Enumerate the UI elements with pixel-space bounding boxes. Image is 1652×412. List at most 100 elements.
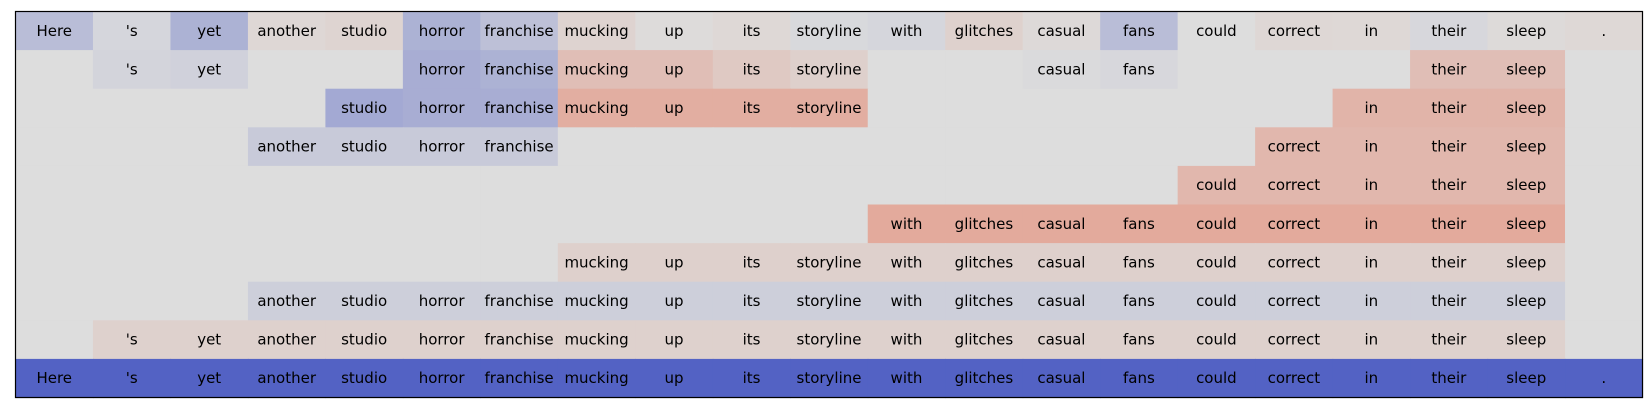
token-label: in	[1364, 253, 1378, 271]
heatmap-cell	[480, 320, 559, 360]
heatmap-cell	[1487, 165, 1566, 206]
heatmap-cell	[1332, 320, 1411, 360]
heatmap-cell	[1332, 358, 1411, 399]
token-label: fans	[1123, 331, 1155, 349]
token-label: casual	[1037, 331, 1085, 349]
token-label: sleep	[1506, 369, 1546, 387]
heatmap-cell	[325, 358, 404, 399]
heatmap-cell	[1022, 88, 1101, 128]
heatmap-cell	[92, 127, 172, 167]
heatmap-cell	[1177, 281, 1256, 321]
heatmap-cell	[790, 88, 869, 128]
heatmap-cell	[557, 127, 636, 167]
heatmap-cell	[247, 281, 327, 321]
heatmap-cell	[1410, 320, 1489, 360]
heatmap-cell	[480, 358, 559, 399]
token-label: with	[891, 331, 923, 349]
token-label: up	[665, 292, 684, 310]
heatmap-cell	[1487, 88, 1566, 128]
heatmap-cell	[1487, 50, 1566, 90]
token-label: sleep	[1506, 215, 1546, 233]
token-label: horror	[419, 138, 466, 156]
token-label: casual	[1037, 22, 1085, 40]
heatmap-cell	[635, 358, 714, 399]
token-label: horror	[419, 292, 466, 310]
heatmap-cell	[1255, 204, 1334, 244]
heatmap-cell	[1255, 50, 1334, 90]
heatmap-cell	[790, 281, 869, 321]
token-label: .	[1601, 369, 1606, 387]
heatmap-cell	[712, 165, 791, 206]
heatmap-cell	[15, 243, 94, 283]
heatmap-cell	[402, 127, 481, 167]
heatmap-cell	[170, 204, 249, 244]
heatmap-cell	[325, 204, 404, 244]
heatmap-cell	[402, 50, 481, 90]
heatmap-cell	[945, 281, 1024, 321]
heatmap-cell	[247, 50, 327, 90]
heatmap-cell	[402, 243, 481, 283]
heatmap-cell	[1255, 165, 1334, 206]
heatmap-cell	[635, 320, 714, 360]
token-label: another	[257, 22, 316, 40]
heatmap-cell	[480, 11, 559, 51]
token-label: franchise	[485, 138, 554, 156]
heatmap-cell	[170, 243, 249, 283]
token-label: fans	[1123, 215, 1155, 233]
heatmap-cell	[1022, 50, 1101, 90]
heatmap-cell	[170, 127, 249, 167]
token-label: up	[665, 369, 684, 387]
heatmap-cell	[247, 358, 327, 399]
token-label: sleep	[1506, 99, 1546, 117]
heatmap-cell	[557, 11, 636, 51]
heatmap-cell	[402, 11, 481, 51]
token-label: another	[257, 292, 316, 310]
heatmap-cell	[945, 320, 1024, 360]
heatmap-cell	[15, 88, 94, 128]
heatmap-cell	[1100, 165, 1179, 206]
heatmap-cell	[325, 88, 404, 128]
heatmap-cell	[1100, 204, 1179, 244]
heatmap-cell	[635, 50, 714, 90]
heatmap-cell	[1565, 50, 1644, 90]
token-label: yet	[197, 369, 221, 387]
token-label: with	[891, 22, 923, 40]
heatmap-cell	[1100, 11, 1179, 51]
token-label: horror	[419, 22, 466, 40]
heatmap-cell	[867, 127, 946, 167]
heatmap-cell	[247, 88, 327, 128]
heatmap-cell	[557, 165, 636, 206]
token-label: franchise	[485, 22, 554, 40]
heatmap-cell	[1565, 204, 1644, 244]
heatmap-cell	[557, 281, 636, 321]
heatmap-cell	[1255, 127, 1334, 167]
heatmap-cell	[92, 50, 172, 90]
token-label: sleep	[1506, 253, 1546, 271]
token-label: up	[665, 331, 684, 349]
token-label: Here	[36, 369, 72, 387]
heatmap-cell	[247, 320, 327, 360]
token-label: in	[1364, 369, 1378, 387]
token-label: correct	[1268, 176, 1321, 194]
heatmap-cell	[1565, 165, 1644, 206]
token-label: correct	[1268, 292, 1321, 310]
token-label: their	[1431, 215, 1467, 233]
heatmap-cell	[635, 11, 714, 51]
token-label: with	[891, 292, 923, 310]
heatmap-cell	[402, 358, 481, 399]
token-label: storyline	[797, 369, 862, 387]
token-label: mucking	[564, 60, 628, 78]
token-label: 's	[126, 369, 138, 387]
token-label: their	[1431, 176, 1467, 194]
heatmap-cell	[92, 11, 172, 51]
heatmap-cell	[867, 358, 946, 399]
heatmap-cell	[790, 165, 869, 206]
heatmap-cell	[1332, 88, 1411, 128]
token-label: correct	[1268, 331, 1321, 349]
heatmap-cell	[1410, 358, 1489, 399]
heatmap-cell	[1022, 320, 1101, 360]
heatmap-cell	[480, 243, 559, 283]
heatmap-cell	[1565, 320, 1644, 360]
